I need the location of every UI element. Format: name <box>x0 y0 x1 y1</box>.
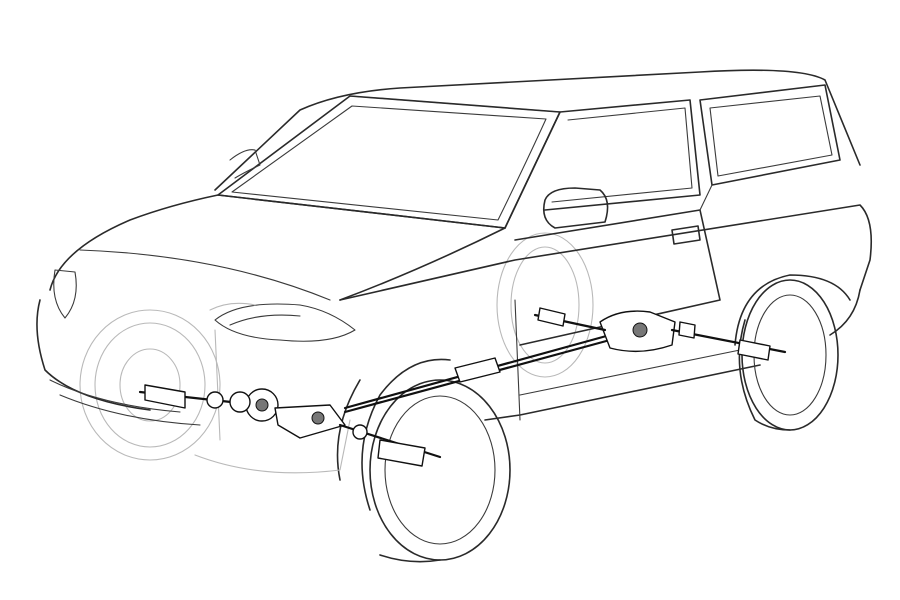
front-differential <box>274 404 346 439</box>
front-right-bearing <box>352 424 368 440</box>
drivetrain <box>138 307 787 467</box>
rear-left-wheel <box>496 232 594 378</box>
vehicle-body <box>36 69 873 426</box>
front-right-cv-boot <box>377 439 426 467</box>
front-left-wheel <box>79 309 221 461</box>
engine-ghost <box>194 302 351 474</box>
center-bearing <box>454 357 501 383</box>
rear-left-cv-boot <box>537 307 566 327</box>
front-left-bearing <box>206 391 224 409</box>
rear-right-cv-boot <box>737 339 771 361</box>
front-right-wheel <box>336 358 511 563</box>
pinion-gear <box>229 391 251 413</box>
front-left-cv-boot <box>144 384 186 409</box>
